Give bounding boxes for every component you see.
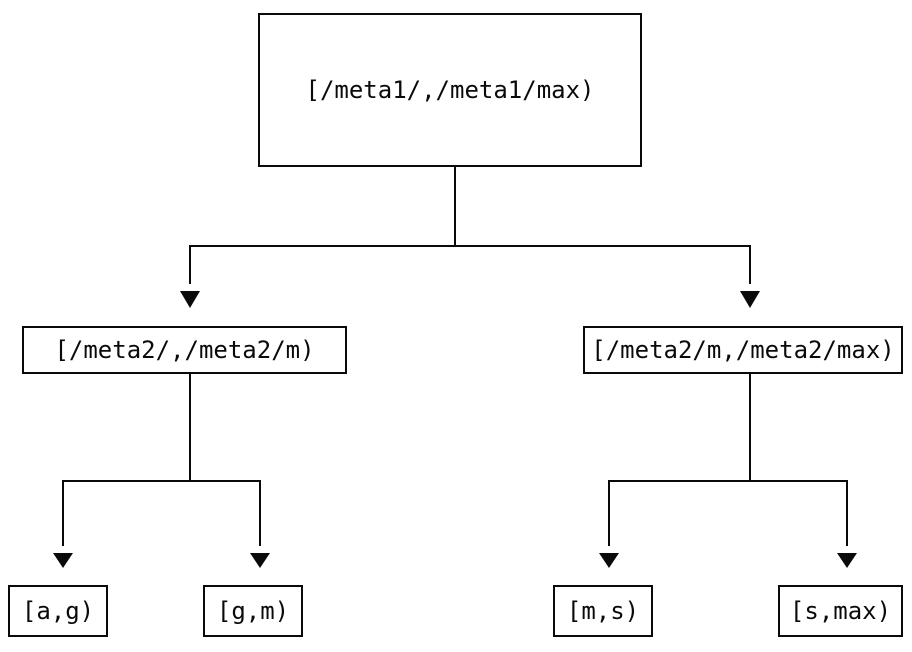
node-leaf-smax-label: [s,max) bbox=[789, 597, 892, 625]
node-leaf-ag-label: [a,g) bbox=[21, 597, 95, 625]
node-leaf-gm: [g,m) bbox=[203, 585, 303, 637]
node-leaf-ms-label: [m,s) bbox=[566, 597, 640, 625]
node-leaf-gm-label: [g,m) bbox=[216, 597, 290, 625]
arrowhead-icon bbox=[599, 553, 619, 568]
node-right-child-label: [/meta2/m,/meta2/max) bbox=[591, 336, 895, 364]
arrowhead-icon bbox=[250, 553, 270, 568]
node-right-child: [/meta2/m,/meta2/max) bbox=[583, 326, 903, 374]
arrowhead-icon bbox=[740, 291, 760, 308]
node-root: [/meta1/,/meta1/max) bbox=[258, 13, 642, 167]
arrowhead-icon bbox=[53, 553, 73, 568]
node-leaf-ms: [m,s) bbox=[553, 585, 653, 637]
node-left-child-label: [/meta2/,/meta2/m) bbox=[54, 336, 315, 364]
node-leaf-smax: [s,max) bbox=[778, 585, 903, 637]
arrowhead-icon bbox=[837, 553, 857, 568]
node-left-child: [/meta2/,/meta2/m) bbox=[22, 326, 347, 374]
node-leaf-ag: [a,g) bbox=[8, 585, 108, 637]
node-root-label: [/meta1/,/meta1/max) bbox=[305, 76, 595, 104]
arrowhead-icon bbox=[180, 291, 200, 308]
